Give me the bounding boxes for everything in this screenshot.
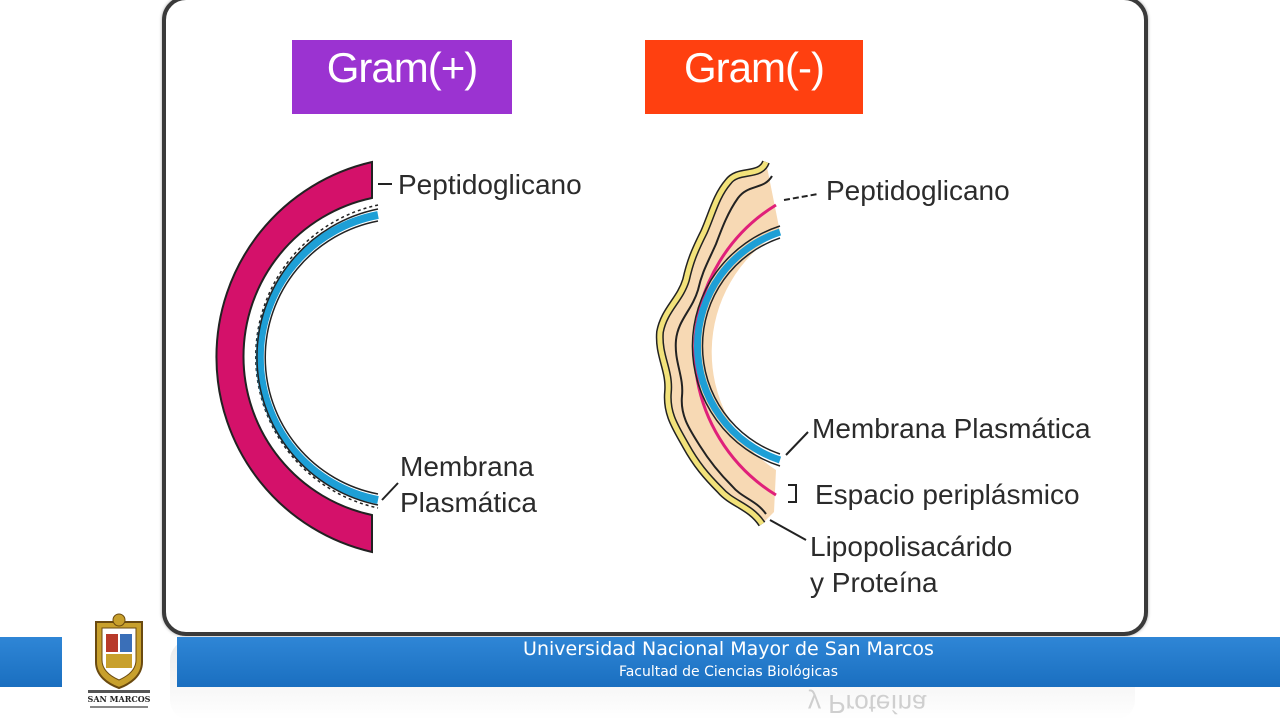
gram-negative-wall (655, 159, 819, 541)
gram-positive-peptidoglycan-label: Peptidoglicano (398, 169, 582, 200)
gram-positive-membrane-label-2: Plasmática (400, 487, 537, 518)
gram-negative-membrane-label: Membrana Plasmática (812, 413, 1091, 444)
footer-faculty-subtitle: Facultad de Ciencias Biológicas (618, 664, 839, 680)
svg-text:SAN MARCOS: SAN MARCOS (88, 694, 151, 704)
gram-positive-title: Gram(+) (292, 40, 512, 114)
footer-band-left (0, 637, 62, 687)
gram-positive-peptidoglycan-layer (215, 160, 373, 554)
gram-positive-wall (215, 160, 399, 554)
university-seal-logo: SAN MARCOS (88, 613, 151, 708)
gram-positive-membrane-label-1: Membrana (400, 451, 534, 482)
gram-negative-periplasm-label: Espacio periplásmico (815, 479, 1080, 510)
footer-university-title: Universidad Nacional Mayor de San Marcos (523, 638, 934, 660)
gram-negative-peptidoglycan-label: Peptidoglicano (826, 175, 1010, 206)
gram-positive-membrane (255, 211, 379, 504)
gram-negative-membrane (694, 228, 782, 464)
footer-band: Universidad Nacional Mayor de San Marcos… (177, 637, 1280, 687)
gram-negative-lps-label-1: Lipopolisacárido (810, 531, 1012, 562)
gram-negative-lps-label-2: y Proteína (810, 567, 938, 598)
label-reflection: y Proteína (808, 689, 927, 719)
gram-negative-title: Gram(-) (645, 40, 863, 114)
